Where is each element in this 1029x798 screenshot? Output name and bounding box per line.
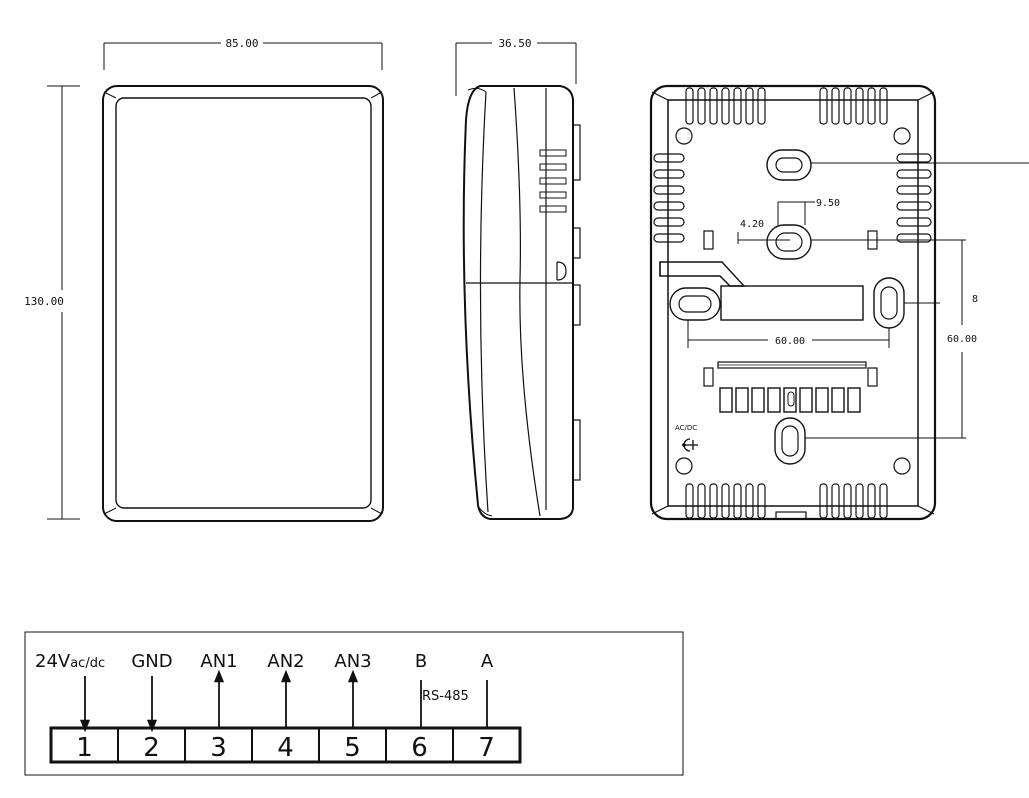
terminal-label-5: AN3 xyxy=(334,651,371,672)
terminal-number-4: 4 xyxy=(277,733,294,763)
power-jack-icon xyxy=(682,438,698,452)
terminal-arrows xyxy=(79,669,488,733)
back-clipped-dimension: 8 xyxy=(972,294,978,305)
terminal-label-1: 24Vac/dc xyxy=(35,651,105,672)
back-view: AC/DC 9.50 4.20 60.00 60.00 8 xyxy=(649,84,1029,521)
screw-hole-bottom-left xyxy=(675,457,693,475)
terminal-number-2: 2 xyxy=(143,733,160,763)
terminal-number-3: 3 xyxy=(210,733,227,763)
mounting-slot-center xyxy=(766,224,812,260)
back-offset-dimension: 9.50 xyxy=(816,198,840,209)
terminal-label-2: GND xyxy=(131,651,172,672)
label-recess xyxy=(720,285,864,321)
side-view: 36.50 xyxy=(455,37,581,520)
side-profile-outline xyxy=(462,85,574,520)
front-panel-inner xyxy=(115,97,372,509)
terminal-label-7: A xyxy=(481,651,494,672)
back-vertical-dimension: 60.00 xyxy=(947,334,977,345)
wiring-diagram: 24Vac/dc GND AN1 AN2 AN3 B A 1 2 3 4 5 6 7 RS-485 xyxy=(24,631,684,776)
terminal-label-6: B xyxy=(415,651,427,672)
terminal-number-1: 1 xyxy=(76,733,93,763)
front-view: 85.00 130.00 xyxy=(24,37,384,522)
screw-hole-top-right xyxy=(893,127,911,145)
back-terminal-block xyxy=(717,361,867,413)
back-horizontal-dimension: 60.00 xyxy=(775,336,805,347)
terminal-number-5: 5 xyxy=(344,733,361,763)
terminal-number-7: 7 xyxy=(478,733,495,763)
power-label: AC/DC xyxy=(675,424,697,432)
terminal-label-3: AN1 xyxy=(200,651,237,672)
back-vents-top-left xyxy=(685,87,766,125)
front-housing-outline xyxy=(102,85,384,522)
terminal-block-outline xyxy=(49,726,522,764)
terminal-label-4: AN2 xyxy=(267,651,304,672)
mounting-slot-left xyxy=(669,287,721,321)
screw-hole-top-left xyxy=(675,127,693,145)
back-vents-bottom-right xyxy=(819,483,888,519)
front-height-dimension: 130.00 xyxy=(24,295,64,308)
terminal-block: 1 2 3 4 5 6 7 xyxy=(49,726,522,764)
back-housing-outline xyxy=(649,84,937,521)
mounting-slot-right xyxy=(873,277,905,329)
terminal-labels: 24Vac/dc GND AN1 AN2 AN3 B A xyxy=(35,651,494,672)
terminal-number-6: 6 xyxy=(411,733,428,763)
bus-label: RS-485 xyxy=(422,689,469,704)
back-vents-right-side xyxy=(896,153,932,243)
terminal-label-sub: ac/dc xyxy=(70,656,105,671)
wiring-frame xyxy=(24,631,684,776)
back-small-offset-dimension: 4.20 xyxy=(740,219,764,230)
side-vent-slots xyxy=(539,149,567,213)
side-depth-dimension: 36.50 xyxy=(498,37,531,50)
front-width-dimension: 85.00 xyxy=(225,37,258,50)
back-vents-left-side xyxy=(653,153,685,243)
screw-hole-bottom-right xyxy=(893,457,911,475)
back-vents-top-right xyxy=(819,87,888,125)
mounting-slot-bottom xyxy=(774,417,806,465)
back-vents-bottom-left xyxy=(685,483,766,519)
mounting-slot-top xyxy=(766,149,812,181)
